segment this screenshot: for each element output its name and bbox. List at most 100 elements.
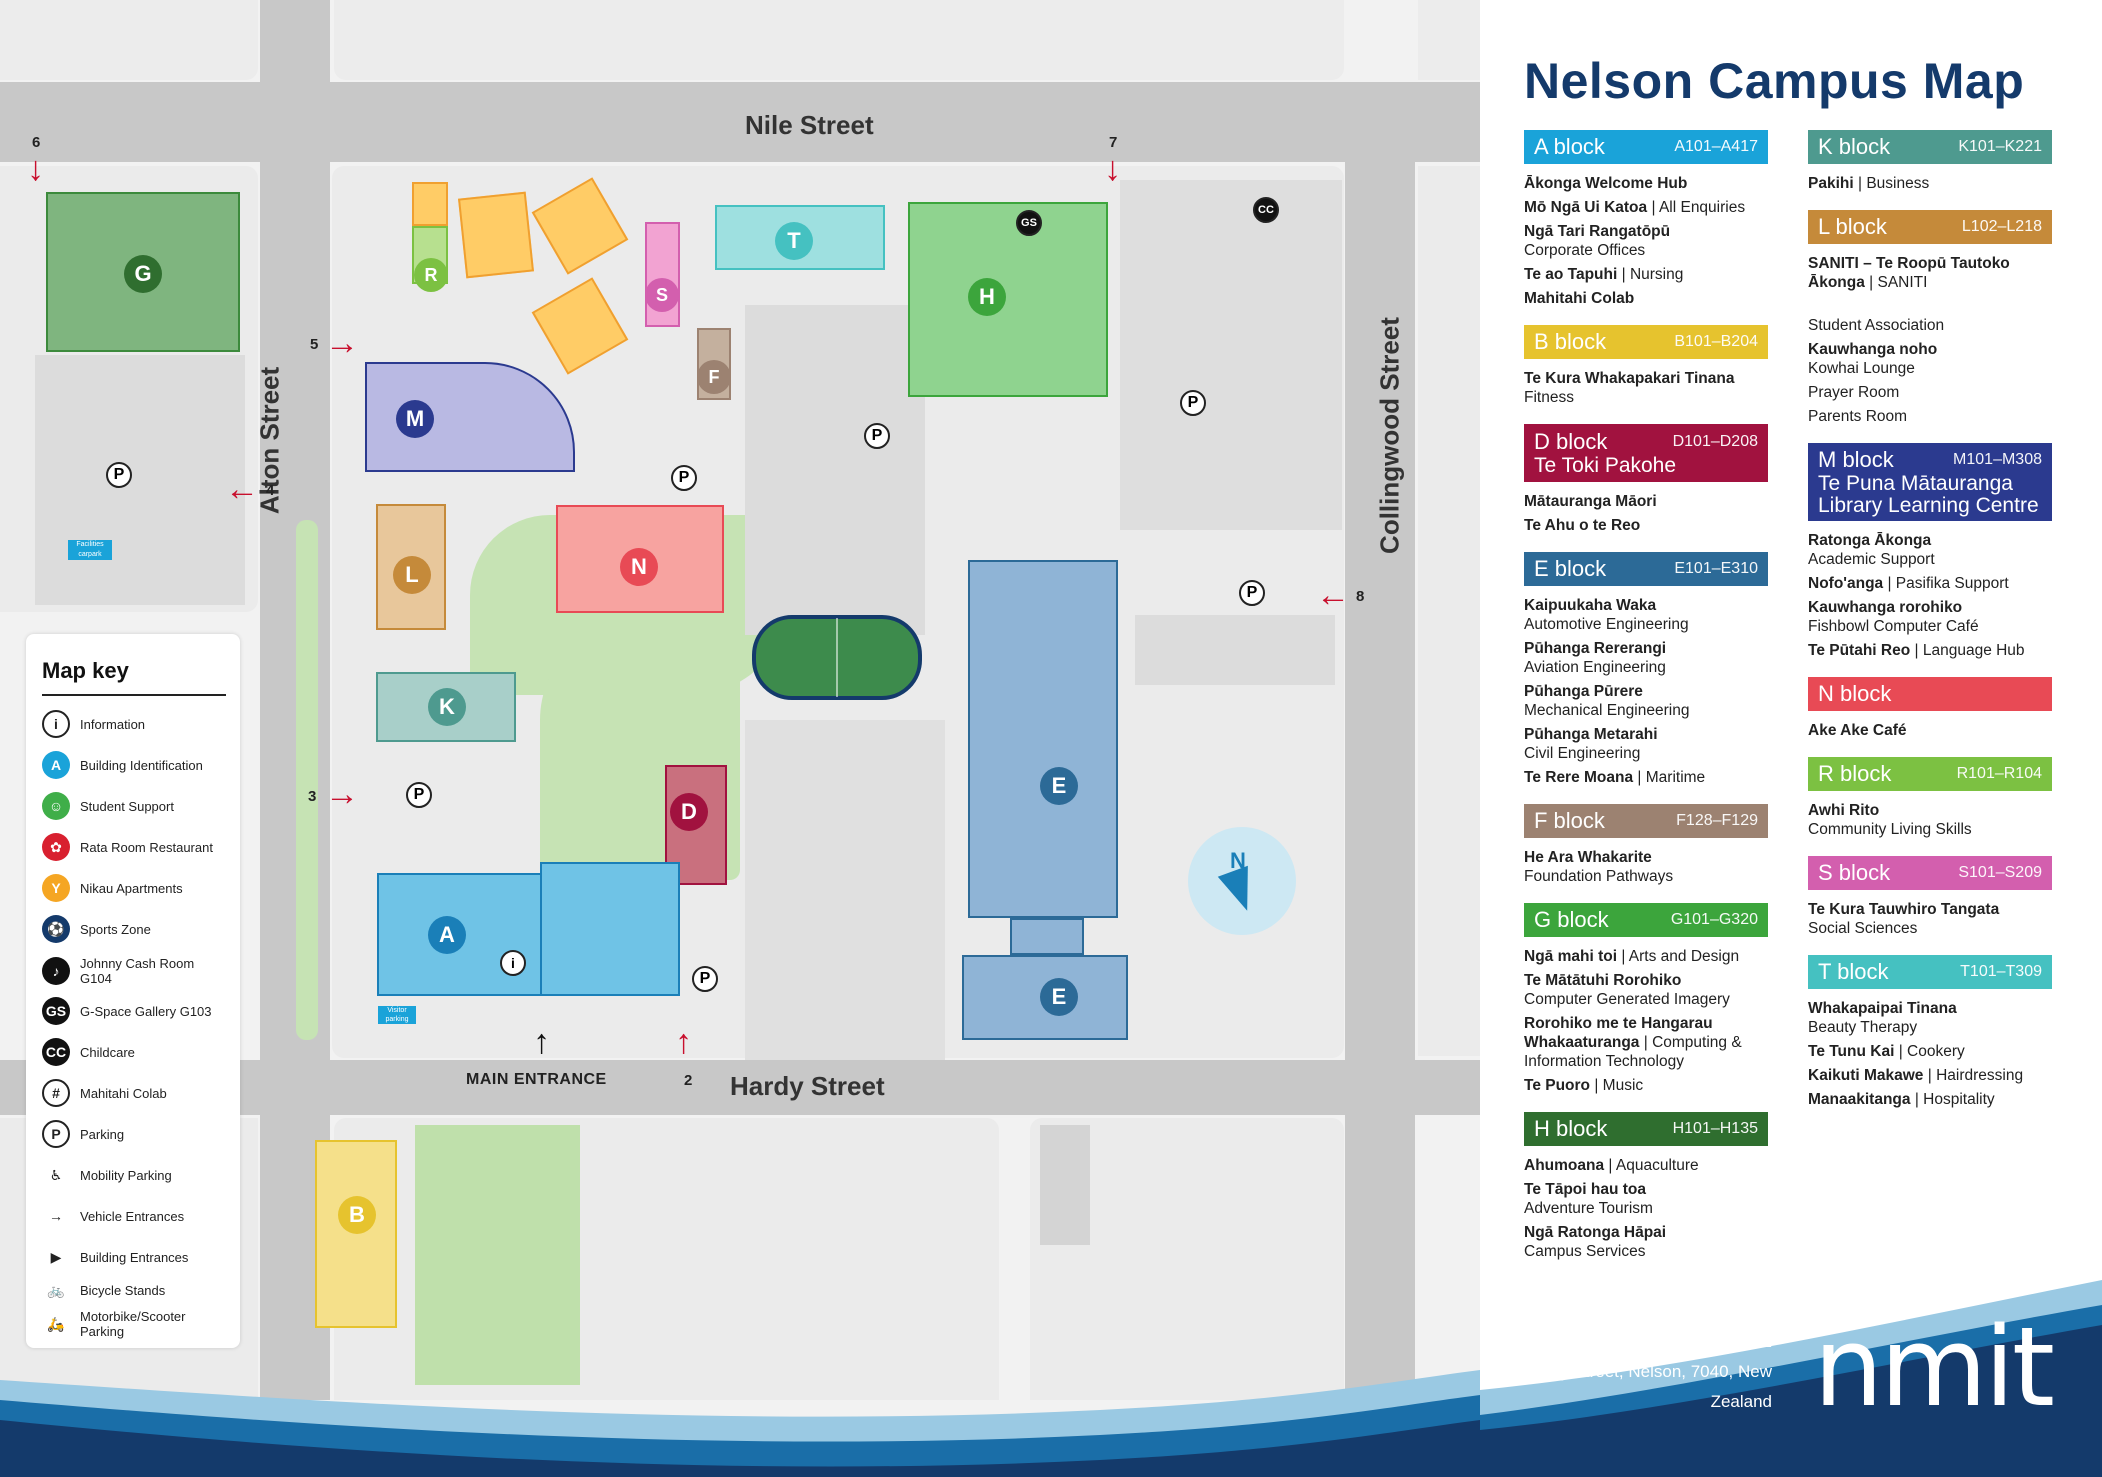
block-entry: Manaakitanga | Hospitality bbox=[1808, 1090, 2052, 1109]
block-entry: Mahitahi Colab bbox=[1524, 289, 1768, 308]
map-key-item: ♪Johnny Cash Room G104 bbox=[42, 956, 220, 986]
block-entry-title: Te Tunu Kai bbox=[1808, 1043, 1895, 1060]
block-entry-title: Te Mātātuhi Rorohiko bbox=[1524, 972, 1682, 989]
vehicle-entrance-arrow-icon: → bbox=[325, 324, 359, 362]
block-entry-detail: Beauty Therapy bbox=[1808, 1019, 1918, 1036]
block-entry-title: Ahumoana bbox=[1524, 1157, 1605, 1174]
vehicle-entrance-number: 2 bbox=[684, 1072, 693, 1089]
parking-icon: P bbox=[864, 423, 890, 449]
footer-phone-email[interactable]: 0800 422 733 | info@nmit.ac.nz bbox=[1532, 1332, 1772, 1351]
block-entry-detail: | All Enquiries bbox=[1651, 199, 1746, 216]
building-e-north[interactable] bbox=[968, 560, 1118, 918]
block-entry-title: Te Tāpoi hau toa bbox=[1524, 1181, 1646, 1198]
vehicle-entrance-number: 8 bbox=[1356, 588, 1365, 605]
building-h[interactable] bbox=[46, 192, 240, 352]
map-key-item-label: Motorbike/Scooter Parking bbox=[80, 1309, 186, 1339]
building-e-south[interactable] bbox=[962, 955, 1128, 1040]
block-entry-detail: Mechanical Engineering bbox=[1524, 702, 1690, 719]
building-label-d: D bbox=[670, 793, 708, 831]
block-name: B block bbox=[1534, 329, 1607, 354]
block-entry-detail: | Computing & Information Technology bbox=[1524, 1034, 1742, 1070]
map-key-item-icon: P bbox=[42, 1120, 70, 1148]
vehicle-entrance-arrow-icon: ← bbox=[1316, 576, 1350, 614]
map-key-item: ▶Building Entrances bbox=[42, 1243, 188, 1271]
block-range: D101–D208 bbox=[1672, 433, 1758, 450]
vehicle-entrance-number: 6 bbox=[32, 134, 41, 151]
block-subtitle-2: Library Learning Centre bbox=[1818, 494, 2039, 517]
building-label-f: F bbox=[697, 360, 731, 394]
building-g[interactable] bbox=[908, 202, 1108, 397]
block-entry: Te Ahu o te Reo bbox=[1524, 516, 1768, 535]
map-key-item: ⚽Sports Zone bbox=[42, 915, 151, 943]
visitor-parking-sign: Visitor parking bbox=[378, 1006, 416, 1024]
footer-contact: 0800 422 733 | info@nmit.ac.nz 322 Hardy… bbox=[1480, 1327, 1772, 1417]
block-entry-detail: Community Living Skills bbox=[1808, 821, 1972, 838]
map-key-item-icon: 🚲 bbox=[42, 1276, 70, 1304]
block-entry: Te Puoro | Music bbox=[1524, 1076, 1768, 1095]
block-range: F128–F129 bbox=[1676, 812, 1758, 829]
block-entry-title: Te Ahu o te Reo bbox=[1524, 517, 1641, 534]
block-entry-title: Kauwhanga noho bbox=[1808, 341, 1938, 358]
block-range: E101–E310 bbox=[1674, 560, 1758, 577]
vehicle-entrance-number: 4 bbox=[266, 482, 275, 499]
vehicle-entrance-number: 3 bbox=[308, 788, 317, 805]
block-header-f: F block F128–F129 bbox=[1524, 804, 1768, 838]
block-entry-title: Pūhanga Metarahi bbox=[1524, 726, 1658, 743]
block-range: A101–A417 bbox=[1674, 138, 1758, 155]
north-compass-icon bbox=[1188, 827, 1296, 935]
block-entry-detail: Student Association bbox=[1808, 317, 1945, 334]
block-entry: Mātauranga Māori bbox=[1524, 492, 1768, 511]
map-bottom-wave bbox=[0, 1370, 1480, 1477]
block-name: F block bbox=[1534, 808, 1605, 833]
map-key-item: #Mahitahi Colab bbox=[42, 1079, 167, 1107]
building-t[interactable] bbox=[715, 205, 885, 270]
building-label-r: R bbox=[414, 258, 448, 292]
block-range: L102–L218 bbox=[1961, 218, 2042, 235]
map-key-item: ✿Rata Room Restaurant bbox=[42, 833, 213, 861]
parking-icon: P bbox=[692, 966, 718, 992]
building-b[interactable] bbox=[315, 1140, 397, 1328]
block-entry-detail: | Business bbox=[1857, 175, 1930, 192]
map-key-item-label: Sports Zone bbox=[80, 921, 151, 937]
map-key-item-icon: i bbox=[42, 710, 70, 738]
block-entry-title: Pakihi bbox=[1808, 175, 1854, 192]
block-entry-detail: Aviation Engineering bbox=[1524, 659, 1666, 676]
block-entry-title: Ngā Ratonga Hāpai bbox=[1524, 1224, 1667, 1241]
map-key-item: →Vehicle Entrances bbox=[42, 1202, 184, 1230]
building-label-s: S bbox=[645, 278, 679, 312]
vehicle-entrance-arrow-icon: ↑ bbox=[675, 1023, 692, 1061]
map-key-item-icon: ☺ bbox=[42, 792, 70, 820]
block-entry-detail: Automotive Engineering bbox=[1524, 616, 1689, 633]
block-entry: SANITI – Te Roopū Tautoko Ākonga | SANIT… bbox=[1808, 254, 2052, 292]
block-range: G101–G320 bbox=[1670, 911, 1758, 928]
block-entry-title: Awhi Rito bbox=[1808, 802, 1880, 819]
nikau-apartment-1[interactable] bbox=[458, 191, 534, 279]
block-entry: Ākonga Welcome Hub bbox=[1524, 174, 1768, 193]
block-entry-detail: Adventure Tourism bbox=[1524, 1200, 1653, 1217]
building-a-east[interactable] bbox=[540, 862, 680, 996]
block-entry-title: Nofo'anga bbox=[1808, 575, 1884, 592]
map-key-item: 🚲Bicycle Stands bbox=[42, 1276, 165, 1304]
block-entry-detail: | Pasifika Support bbox=[1887, 575, 2009, 592]
vehicle-entrance-number: 5 bbox=[310, 336, 319, 353]
block-entry-detail: | SANITI bbox=[1869, 274, 1928, 291]
block-entry-detail: Civil Engineering bbox=[1524, 745, 1641, 762]
block-range: T101–T309 bbox=[1960, 963, 2042, 980]
block-entry: Nofo'anga | Pasifika Support bbox=[1808, 574, 2052, 593]
vehicle-entrance-arrow-icon: ↓ bbox=[27, 150, 44, 188]
footer-wave bbox=[1480, 1280, 2102, 1477]
block-range: H101–H135 bbox=[1672, 1120, 1758, 1137]
building-label-t: T bbox=[775, 222, 813, 260]
block-entry-title: Manaakitanga bbox=[1808, 1091, 1911, 1108]
